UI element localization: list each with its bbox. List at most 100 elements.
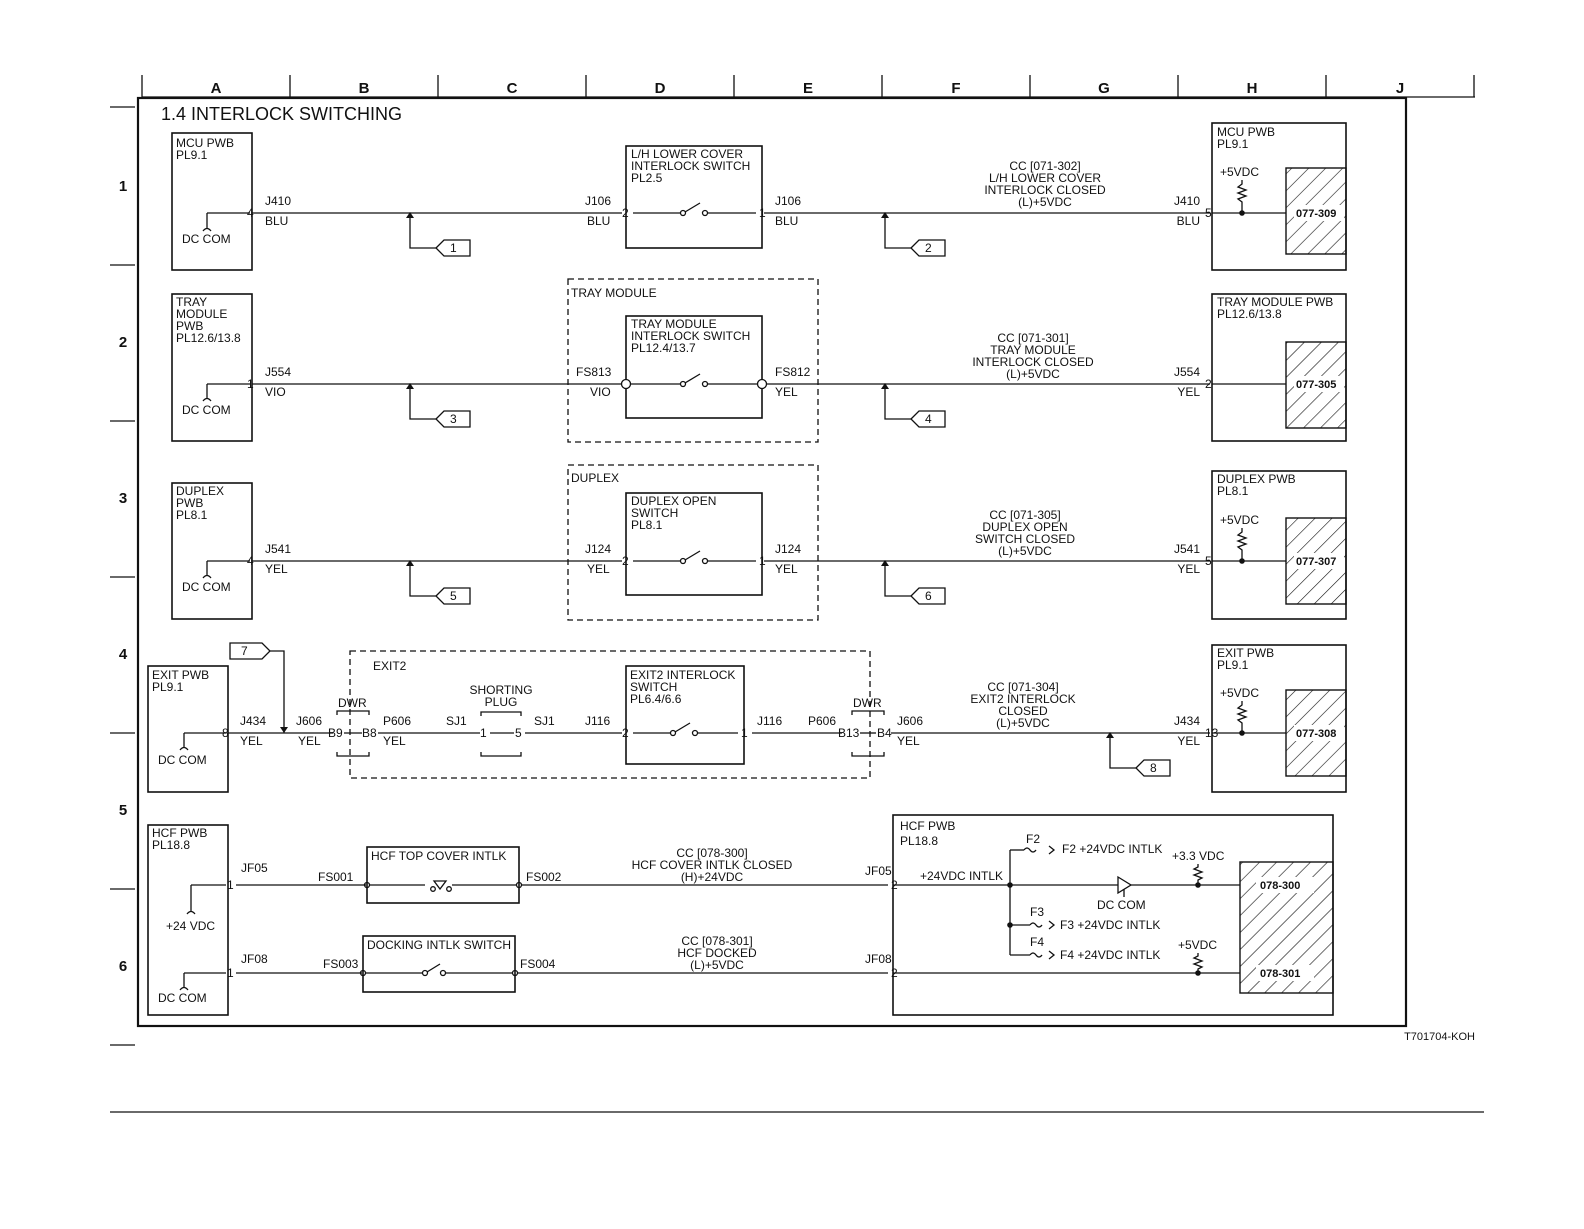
- pullup-resistor-icon: [1236, 701, 1248, 734]
- board-pl: PL18.8: [900, 834, 938, 848]
- pin-number: B13: [838, 726, 860, 740]
- test-point-arrow: [884, 384, 911, 420]
- fuse-icon: [1029, 952, 1043, 958]
- switch-box: [625, 492, 763, 596]
- fuse-text: F3 +24VDC INTLK: [1060, 918, 1160, 932]
- switch-contact-icon: [701, 557, 709, 565]
- connector-label: FS813: [576, 365, 612, 379]
- board-pl: PL18.8: [152, 838, 190, 852]
- flag-number: 7: [241, 644, 248, 658]
- cc-text: (L)+5VDC: [1006, 367, 1060, 381]
- row-label: 6: [119, 958, 127, 975]
- chain-code: 077-307: [1296, 556, 1336, 568]
- switch-blade-icon: [684, 550, 701, 561]
- dwr-label: DWR: [338, 696, 367, 710]
- voltage-label: +3.3 VDC: [1172, 849, 1225, 863]
- switch-name: L/H LOWER COVER: [631, 147, 743, 161]
- connector-label: FS003: [323, 957, 359, 971]
- flag-number: 4: [925, 412, 932, 426]
- connector-label: J554: [265, 365, 291, 379]
- connector-label: J541: [1174, 542, 1200, 556]
- hcf-pwb-left-box: [147, 824, 229, 1016]
- switch-contact-icon: [701, 380, 709, 388]
- module-label: EXIT2: [373, 659, 407, 673]
- pin-number: 8: [222, 726, 229, 740]
- dwr-connector-icon: [336, 710, 370, 757]
- mcu-pwb-box: [171, 132, 253, 271]
- test-point-arrow: [409, 213, 436, 249]
- intlk-label: +24VDC INTLK: [920, 869, 1003, 883]
- connector-label: J106: [585, 194, 611, 208]
- board-label: TRAY MODULE PWB: [1217, 295, 1333, 309]
- circuit-exit2: 7 EXIT PWB PL9.1 DC COM 8 J434 YEL J606 …: [147, 642, 1347, 793]
- grid-frame: A B C D E F G H J 1 2 3 4 5 6 1.4 INTERL…: [110, 75, 1484, 1113]
- module-boundary: [567, 464, 819, 621]
- board-pl: PL9.1: [1217, 658, 1249, 672]
- column-label: E: [803, 80, 813, 97]
- switch-pl: PL6.4/6.6: [630, 692, 682, 706]
- board-pl: PL9.1: [176, 148, 208, 162]
- fuse-text: F2 +24VDC INTLK: [1062, 842, 1162, 856]
- connector-label: P606: [808, 714, 836, 728]
- switch-contact-icon: [669, 729, 677, 737]
- switch-contact-icon: [701, 209, 709, 217]
- test-point-arrow: [884, 213, 911, 249]
- voltage-label: +5VDC: [1220, 165, 1259, 179]
- switch-blade-icon: [684, 202, 701, 213]
- board-label: PWB: [176, 496, 203, 510]
- switch-name: HCF TOP COVER INTLK: [371, 849, 506, 863]
- connector-label: J554: [1174, 365, 1200, 379]
- cc-code: CC [071-304]: [987, 680, 1058, 694]
- circuit-lh-lower-cover: MCU PWB PL9.1 DC COM 4 J410 BLU 1 L/H LO…: [171, 122, 1347, 271]
- board-label: HCF PWB: [152, 826, 207, 840]
- fuse-text: F4 +24VDC INTLK: [1060, 948, 1160, 962]
- pin-number: 1: [759, 206, 766, 220]
- cc-code: CC [071-302]: [1009, 159, 1080, 173]
- switch-contact-icon: [691, 729, 699, 737]
- connector-label: J116: [585, 714, 610, 728]
- test-point-arrow: [884, 561, 911, 597]
- pin-number: 2: [622, 206, 629, 220]
- circuit-duplex: DUPLEX PWB PL8.1 DC COM 4 J541 YEL 5 DUP…: [171, 464, 1347, 621]
- flag-number: 2: [925, 241, 932, 255]
- connector-label: J106: [775, 194, 801, 208]
- board-label: MCU PWB: [1217, 125, 1275, 139]
- connector-label: SJ1: [534, 714, 555, 728]
- pin-number: B9: [328, 726, 343, 740]
- connector-pin-icon: [756, 378, 768, 390]
- ground-icon: [202, 384, 212, 402]
- plug-label: SHORTING: [469, 683, 532, 697]
- switch-blade-icon: [426, 963, 441, 973]
- board-label: PWB: [176, 319, 203, 333]
- cc-code: CC [071-305]: [989, 508, 1060, 522]
- wire-color: YEL: [1177, 385, 1200, 399]
- dwr-label: DWR: [853, 696, 882, 710]
- connector-label: J606: [296, 714, 322, 728]
- supply-label: +24 VDC: [166, 919, 215, 933]
- switch-box: [625, 665, 745, 765]
- pin-number: 2: [622, 726, 629, 740]
- connector-label: J116: [757, 714, 782, 728]
- cc-text: EXIT2 INTERLOCK: [970, 692, 1075, 706]
- wire-color: BLU: [587, 214, 610, 228]
- board-label: TRAY: [176, 295, 207, 309]
- pin-number: 5: [515, 726, 522, 740]
- pin-number: 1: [247, 377, 254, 391]
- board-label: EXIT PWB: [152, 668, 209, 682]
- switch-pl: PL8.1: [631, 518, 663, 532]
- fuse-label: F2: [1026, 832, 1040, 846]
- pin-number: 1: [741, 726, 748, 740]
- flag-tag: [435, 410, 471, 428]
- board-label: EXIT PWB: [1217, 646, 1274, 660]
- supply-icon: [186, 885, 196, 915]
- connector-label: JF05: [241, 861, 268, 875]
- switch-blade-icon: [684, 373, 701, 384]
- connector-label: JF08: [865, 952, 892, 966]
- pin-number: B8: [362, 726, 377, 740]
- cc-text: TRAY MODULE: [990, 343, 1076, 357]
- board-pl: PL8.1: [176, 508, 208, 522]
- flag-number: 8: [1150, 761, 1157, 775]
- board-pl: PL9.1: [152, 680, 184, 694]
- pullup-resistor-icon: [1236, 528, 1248, 561]
